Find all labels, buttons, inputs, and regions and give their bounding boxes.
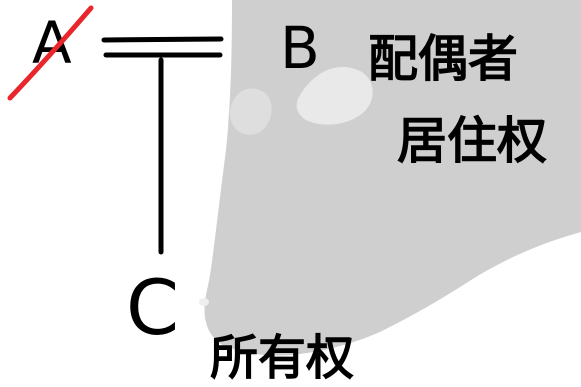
watermark-highlight	[296, 66, 373, 125]
connectors	[101, 36, 224, 255]
node-b-right-line-2: 居住权	[397, 112, 547, 170]
node-b: B 配偶者 居住权	[280, 14, 547, 170]
marriage-double-line-top	[101, 36, 224, 43]
strike-through-line	[7, 5, 94, 101]
background-watermark	[199, 0, 581, 356]
node-c-label: C	[126, 263, 179, 352]
watermark-tip	[199, 298, 209, 306]
watermark-shape	[204, 0, 581, 356]
node-a: A	[7, 5, 94, 101]
node-c: C 所有权	[126, 263, 354, 386]
node-b-right-line-1: 配偶者	[368, 30, 518, 88]
node-b-label: B	[280, 14, 320, 82]
watermark-highlight-2	[229, 88, 272, 135]
node-c-right-label: 所有权	[210, 330, 354, 386]
